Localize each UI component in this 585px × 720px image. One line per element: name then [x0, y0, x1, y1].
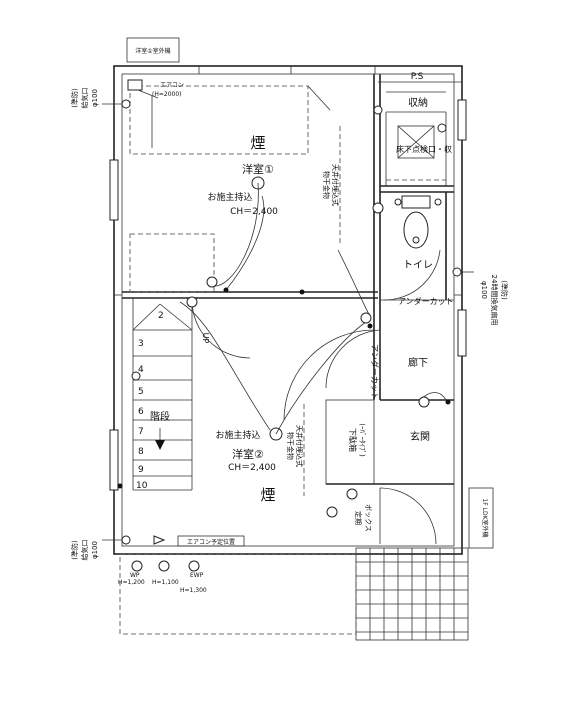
room1-smoke-detector: 煙: [250, 134, 265, 152]
western-ac-outdoor-unit: [126, 37, 180, 63]
svg-text:給気口: 給気口: [80, 540, 89, 561]
outlet-c-code: EWP: [190, 572, 204, 579]
site-boundary: [119, 553, 357, 635]
aircon-symbol: [127, 79, 143, 91]
entrance-label: 玄関: [410, 430, 430, 443]
toilet-fixture: [394, 195, 442, 249]
room1-fixture-line1: 物干金物: [322, 171, 331, 199]
hall-door-swing: [325, 329, 381, 389]
room2-name: 洋室②: [232, 447, 264, 461]
outlet-b-height: H=1,100: [152, 579, 179, 586]
room2-smoke-detector: 煙: [260, 486, 275, 504]
aircon-label: エアコン: [160, 82, 184, 89]
room2-fixture-line1: 物干金物: [286, 432, 295, 460]
porch-tiles: [355, 547, 469, 641]
undercut-label-1: アンダーカット: [398, 296, 454, 306]
svg-text:9: 9: [138, 465, 144, 475]
shoebox-label-1: 下駄箱: [348, 428, 358, 452]
aircon-spec: (H=2000): [152, 91, 182, 98]
room1-ceiling-height: CH＝2,400: [230, 207, 278, 217]
svg-text:8: 8: [138, 447, 144, 457]
stairs-light: [131, 371, 141, 381]
shoebox-label-2: (ｰﾊﾞｰﾀｲﾌﾟ): [358, 423, 366, 457]
room1-name: 洋室①: [242, 162, 274, 176]
western-ac-outdoor-label: 洋室①室外機: [135, 47, 170, 55]
switches: [117, 105, 451, 518]
svg-text:24時間換気扇用: 24時間換気扇用: [490, 275, 499, 326]
svg-text:7: 7: [138, 427, 144, 437]
room1-fixture-line2: 天井付埋込式: [331, 164, 340, 206]
undercut-label-2: アンダーカット: [370, 344, 380, 400]
entrance-door-swing: [379, 487, 437, 545]
underfloor-label: 床下点検口・収: [396, 144, 452, 154]
room1-owner-supplied: お施主持込: [207, 191, 252, 203]
svg-text:10: 10: [136, 481, 148, 491]
svg-text:(準防): (準防): [500, 280, 509, 300]
svg-text:φ100: φ100: [480, 281, 488, 299]
vent-top-left: (準防) 給気口 φ100: [70, 88, 131, 109]
svg-text:φ100: φ100: [91, 541, 99, 559]
outlet-c-height: H=1,300: [180, 587, 207, 594]
ps-label: P.S: [411, 72, 424, 82]
stair-numbers: 2 3 4 5 6 7 8 9 10: [136, 311, 164, 491]
svg-text:(準防): (準防): [70, 88, 79, 108]
svg-text:6: 6: [138, 407, 144, 417]
svg-text:2: 2: [158, 311, 164, 321]
room2-ceiling-height: CH＝2,400: [228, 463, 276, 473]
aircon-sleeve-box: [177, 535, 245, 547]
svg-text:給気口: 給気口: [80, 88, 89, 109]
aircon-sleeve-label: エアコン予定位置: [187, 538, 235, 546]
wiring: [179, 182, 447, 435]
outlet-a-code: WP: [130, 572, 140, 579]
svg-text:φ100: φ100: [91, 89, 99, 107]
storage-label: 収納: [408, 96, 428, 109]
svg-text:3: 3: [138, 339, 144, 349]
room2-fixture-line2: 天井付埋込式: [295, 425, 304, 467]
vent-right: φ100 24時間換気扇用 (準防): [452, 267, 509, 326]
up-label: UP: [201, 333, 210, 344]
vent-bottom-left: (準防) 給気口 φ100: [70, 535, 131, 561]
ldk-ac-outdoor-label: 1F LDK室外機: [481, 498, 489, 537]
stairs-label: 階段: [150, 410, 170, 423]
room2-door-swing-b: [283, 329, 375, 421]
room2-door-swing-a: [191, 299, 251, 359]
room2-owner-supplied: お施主持込: [215, 429, 260, 441]
interior-walls: [122, 74, 462, 491]
svg-text:(準防): (準防): [70, 540, 79, 560]
svg-text:5: 5: [138, 387, 144, 397]
outlet-a-height: H=1,200: [118, 579, 145, 586]
room1-furniture: [129, 85, 331, 293]
shoebox-upper-1: 定期: [354, 511, 363, 525]
stairs-arrowhead: [155, 440, 165, 450]
outer-walls: [113, 65, 463, 555]
shoebox-upper-2: ボックス: [364, 504, 372, 532]
hall-label: 廊下: [408, 356, 428, 369]
underfloor-hatch: [397, 125, 435, 159]
svg-text:4: 4: [138, 365, 144, 375]
toilet-label: トイレ: [403, 260, 433, 271]
outlets: [131, 560, 200, 572]
ldk-ac-outdoor-unit: [468, 487, 494, 549]
aircon-sleeve-arrow: [153, 535, 166, 545]
windows: [109, 99, 467, 491]
toilet-door-swing: [383, 249, 441, 301]
